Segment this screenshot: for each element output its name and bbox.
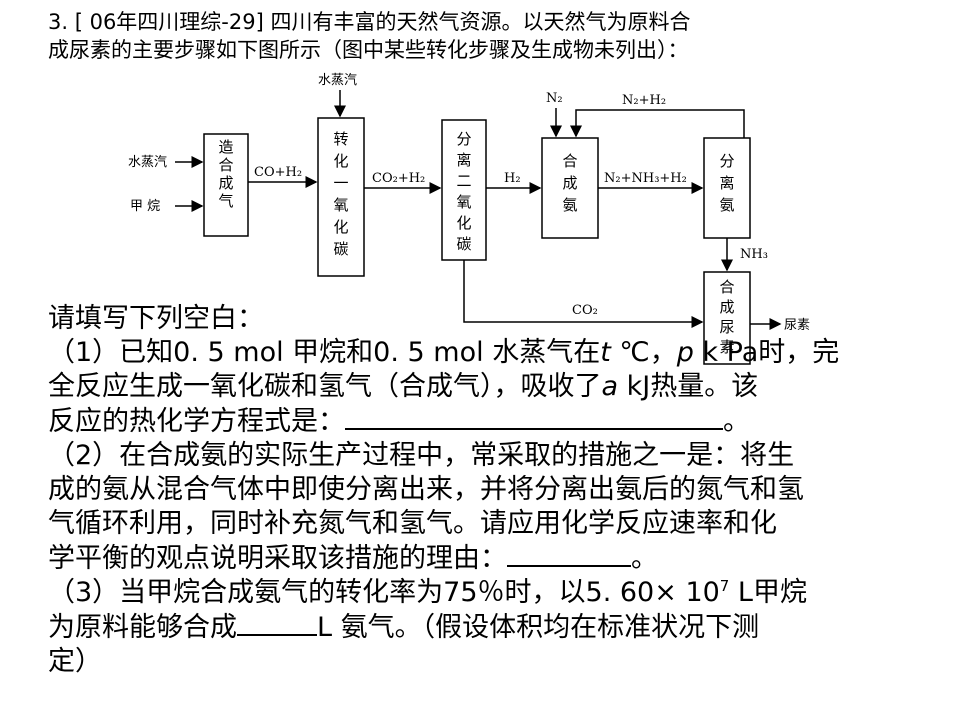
flow-co2-label: CO₂: [572, 303, 598, 318]
box-separate-co2: [441, 119, 487, 261]
flow-nh3-label: NH₃: [740, 247, 768, 262]
q2-end: 。: [631, 543, 658, 574]
output-urea-label: 尿素: [784, 318, 810, 333]
box-convert-co-label: 转化一氧化碳: [333, 130, 348, 258]
input-methane-label: 甲 烷: [130, 199, 160, 214]
box-ammonia-separation-label: 分离氨: [719, 152, 734, 214]
box-ammonia-synthesis-label: 合成氨: [562, 152, 577, 214]
box-urea-synthesis: [703, 271, 751, 365]
q1-var-a: a: [601, 371, 619, 402]
box-syngas: [203, 133, 249, 237]
q1-text-c: k Pa时，完: [693, 337, 840, 368]
input-steam-label: 水蒸汽: [128, 155, 167, 170]
question-2-line-2: 成的氨从混合气体中即使分离出来，并将分离出氨后的氮气和氢: [48, 474, 804, 505]
flow-co-h2-label: CO+H₂: [254, 165, 302, 180]
box-syngas-label: 造合成气: [218, 138, 233, 210]
input-steam-top-label: 水蒸汽: [318, 73, 357, 88]
q3-text-a: （3）当甲烷合成氨气的转化率为75％时，以5. 60× 10: [48, 577, 720, 608]
box-ammonia-separation: [703, 137, 751, 239]
q3-text-d: L 氨气。（假设体积均在标准状况下测: [317, 612, 760, 643]
box-ammonia-synthesis: [541, 137, 599, 239]
q1-text-b: ℃，: [610, 337, 677, 368]
q3-text-b: L甲烷: [729, 577, 807, 608]
question-1-line-2: 全反应生成一氧化碳和氢气（合成气），吸收了a kJ热量。该: [48, 370, 948, 404]
questions-section: 请填写下列空白： （1）已知0. 5 mol 甲烷和0. 5 mol 水蒸气在t…: [48, 302, 948, 679]
intro-line-2: 成尿素的主要步骤如下图所示（图中某些转化步骤及生成物未列出）：: [48, 38, 689, 62]
question-2-line-3: 气循环利用，同时补充氮气和氢气。请应用化学反应速率和化: [48, 508, 777, 539]
q3-answer-blank[interactable]: [237, 610, 317, 636]
question-3-line-2: 为原料能够合成 L 氨气。（假设体积均在标准状况下测: [48, 610, 948, 645]
box-separate-co2-label: 分离二氧化碳: [456, 130, 471, 253]
q1-text-f: 反应的热化学方程式是：: [48, 406, 345, 437]
question-2-line-1: （2）在合成氨的实际生产过程中，常采取的措施之一是：将生: [48, 440, 795, 471]
flow-co2-h2-label: CO₂+H₂: [372, 171, 425, 186]
question-3-line-1: （3）当甲烷合成氨气的转化率为75％时，以5. 60× 107 L甲烷: [48, 576, 948, 610]
q1-var-t: t: [600, 337, 611, 368]
process-flow-diagram: 水蒸汽 甲 烷 造合成气 CO+H₂ 水蒸汽 转化一氧化碳 CO₂+H₂ 分离二…: [128, 73, 810, 365]
q1-answer-blank[interactable]: [345, 404, 723, 430]
q3-exponent: 7: [719, 577, 730, 595]
q2-text-d: 学平衡的观点说明采取该措施的理由：: [48, 543, 507, 574]
input-n2-label: N₂: [546, 91, 563, 106]
q1-end: 。: [723, 406, 750, 437]
question-1-line-3: 反应的热化学方程式是： 。: [48, 404, 948, 439]
q2-answer-blank[interactable]: [507, 541, 631, 567]
questions-prompt: 请填写下列空白：: [48, 303, 264, 334]
flow-n2-h2-recycle-label: N₂+H₂: [622, 93, 666, 108]
q1-text-d: 全反应生成一氧化碳和氢气（合成气），吸收了: [48, 371, 602, 402]
question-2-line-4: 学平衡的观点说明采取该措施的理由： 。: [48, 541, 948, 576]
question-1: （1）已知0. 5 mol 甲烷和0. 5 mol 水蒸气在t ℃，p k Pa…: [48, 336, 948, 370]
q1-text-e: kJ热量。该: [618, 371, 759, 402]
q3-text-c: 为原料能够合成: [48, 612, 237, 643]
q1-text-a: （1）已知0. 5 mol 甲烷和0. 5 mol 水蒸气在: [48, 337, 601, 368]
question-intro: 3. [ 06年四川理综-29] 四川有丰富的天然气资源。以天然气为原料合 成尿…: [48, 8, 948, 64]
intro-line-1: 3. [ 06年四川理综-29] 四川有丰富的天然气资源。以天然气为原料合: [48, 10, 691, 34]
flow-mix-label: N₂+NH₃+H₂: [604, 171, 687, 186]
q1-var-p: p: [676, 337, 694, 368]
box-urea-synthesis-label: 合成尿素: [719, 278, 734, 356]
box-convert-co: [317, 117, 365, 277]
question-3-line-3: 定）: [48, 646, 102, 677]
flow-h2-label: H₂: [504, 171, 521, 186]
